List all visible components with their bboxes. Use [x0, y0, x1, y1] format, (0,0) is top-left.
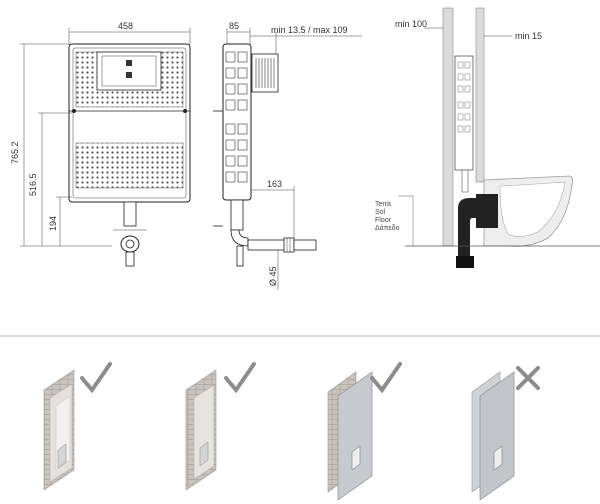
height-mid-label: 516.5 [28, 173, 38, 196]
adjust-range-label: min 13.5 / max 109 [271, 25, 348, 35]
height-total-label: 765.2 [10, 141, 20, 164]
height-low-label: 194 [48, 216, 58, 231]
floor-label-1: Sol [375, 209, 386, 216]
floor-label-2: Floor [375, 217, 392, 224]
wall-type-drywall [471, 366, 540, 501]
wall-type-brick-partial [185, 362, 256, 491]
wall-type-brick-recessed [43, 362, 112, 491]
check-icon [80, 362, 112, 394]
cross-icon [516, 366, 540, 390]
outlet-offset-label: 163 [267, 179, 282, 189]
check-icon [224, 362, 256, 394]
pipe-diameter-label: Ø 45 [268, 266, 278, 286]
check-icon [370, 362, 402, 394]
width-dimension-label: 458 [118, 21, 133, 31]
min-side-label: min 15 [515, 31, 542, 41]
floor-label-3: Δάπεδο [375, 224, 400, 232]
wall-type-brick-board [327, 362, 402, 501]
side-view: 85 min 13.5 / max 109 [213, 21, 362, 290]
floor-label-0: Terra [375, 201, 391, 208]
depth-dimension-label: 85 [229, 21, 239, 31]
install-view: min 100 min 15 Terra Sol Floor Δάπεδο [375, 7, 600, 268]
front-view: 458 765.2 516.5 194 [10, 21, 191, 267]
min-top-label: min 100 [395, 19, 427, 29]
